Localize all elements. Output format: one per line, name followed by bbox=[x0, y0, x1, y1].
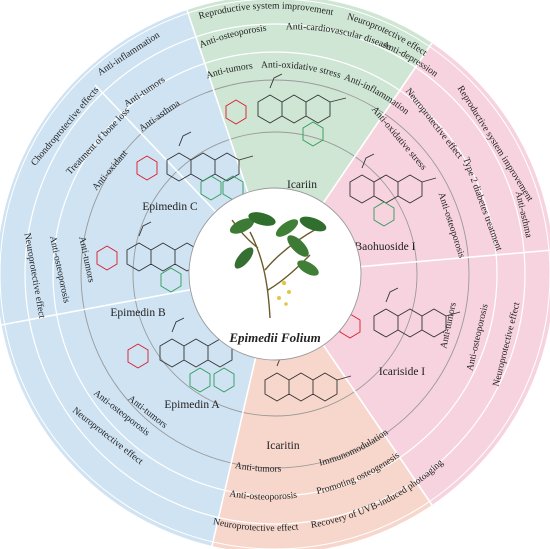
compound-icaritin: Icaritin bbox=[266, 440, 299, 452]
structure-epimedin-c bbox=[136, 131, 254, 201]
compound-epimedin-b: Epimedin B bbox=[110, 307, 166, 319]
structure-icaritin bbox=[264, 351, 352, 402]
wedge-epimedin bbox=[0, 10, 275, 546]
structure-epimedin-b bbox=[96, 221, 214, 293]
wedge-icariin bbox=[187, 0, 432, 274]
structure-epimedin-a bbox=[127, 317, 247, 393]
compound-epimedin-c: Epimedin C bbox=[142, 201, 198, 213]
structure-icariin bbox=[225, 73, 347, 147]
compound-names: Icariin Baohuoside I Icariside I Icariti… bbox=[110, 179, 425, 452]
center-title: Epimedii Folium bbox=[228, 330, 320, 345]
icaritin-effect-middle-1: Anti-osteoporosis bbox=[229, 488, 298, 502]
svg-text:Anti-tumors: Anti-tumors bbox=[234, 460, 282, 475]
compound-baohuoside-i: Baohuoside I bbox=[354, 241, 415, 253]
svg-text:Anti-osteoporosis: Anti-osteoporosis bbox=[229, 488, 298, 502]
compound-icariside-i: Icariside I bbox=[379, 366, 425, 378]
compound-icariin: Icariin bbox=[287, 179, 317, 191]
icaritin-effect-inner-1: Anti-tumors bbox=[234, 460, 282, 475]
structure-baohuoside bbox=[349, 153, 437, 227]
wedge-baohuoside bbox=[275, 43, 550, 274]
plant-icon bbox=[229, 212, 327, 319]
compound-epimedin-a: Epimedin A bbox=[164, 399, 220, 411]
